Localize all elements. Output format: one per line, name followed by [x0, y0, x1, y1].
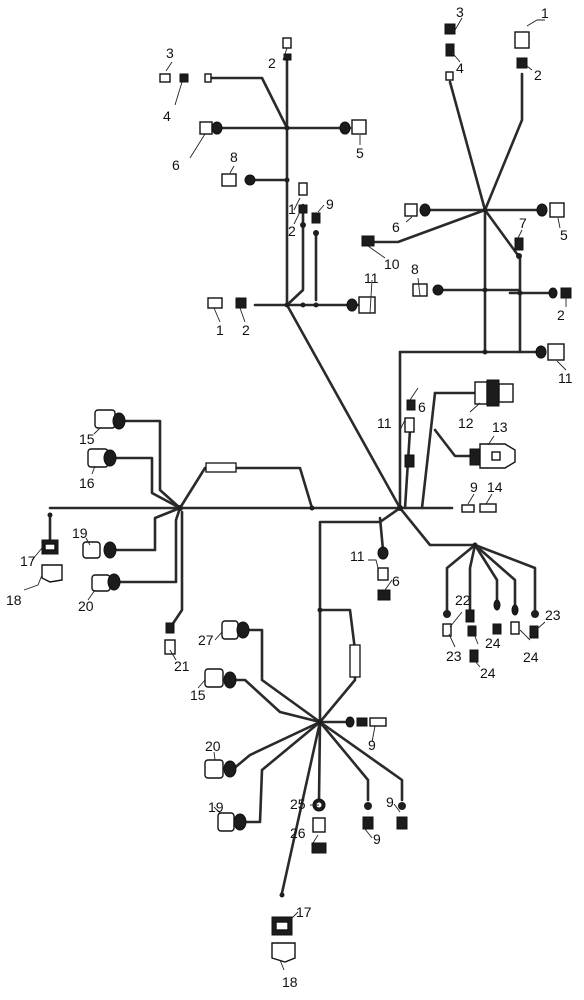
callout-4: 4: [456, 60, 464, 76]
callout-1: 1: [288, 201, 296, 217]
connector-18-left: [41, 564, 63, 583]
callout-9: 9: [470, 479, 478, 495]
connector-8-left: [221, 173, 256, 187]
connector-5-right: [536, 202, 565, 218]
connector-6-left: [199, 121, 223, 135]
callout-1: 1: [216, 322, 224, 338]
callout-2: 2: [534, 67, 542, 83]
callout-6: 6: [392, 573, 400, 589]
callout-19: 19: [72, 525, 88, 541]
callout-17: 17: [296, 904, 312, 920]
connector-8-right: [412, 283, 444, 297]
connector-17-left: [41, 512, 59, 555]
callout-20: 20: [78, 598, 94, 614]
callout-10: 10: [384, 256, 400, 272]
connector-15-left: [94, 409, 126, 430]
connector-11-center: [404, 417, 415, 468]
connector-5-left: [339, 119, 367, 135]
callout-11: 11: [364, 270, 379, 286]
connector-9-lower-a: [345, 716, 387, 728]
callout-9: 9: [326, 196, 334, 212]
callout-23: 23: [545, 607, 561, 623]
connector-9-14-right: [461, 503, 497, 513]
callout-15: 15: [190, 687, 206, 703]
connector-27: [221, 620, 250, 640]
callout-labels: 1 2 3 4 2 3 4 5 6 8 1 2 9 6 7 5 10 8 11 …: [6, 4, 573, 990]
connector-1-2-inner: [298, 182, 308, 228]
callout-1: 1: [541, 5, 549, 21]
callout-2: 2: [242, 322, 250, 338]
callout-11: 11: [350, 548, 365, 564]
callout-24: 24: [480, 665, 496, 681]
connector-19-left: [82, 541, 117, 559]
callout-18: 18: [6, 592, 22, 608]
callout-3: 3: [456, 4, 464, 20]
connector-11-right: [535, 343, 565, 361]
splice-nodes: [177, 125, 523, 725]
connector-1-2-right: [514, 31, 530, 69]
callout-13: 13: [492, 419, 508, 435]
callout-21: 21: [174, 658, 190, 674]
callout-11: 11: [558, 370, 573, 386]
callout-5: 5: [560, 227, 568, 243]
callout-22: 22: [455, 592, 471, 608]
connector-11-6-lower: [377, 546, 391, 601]
callout-9: 9: [386, 794, 394, 810]
connector-9-lower-c: [396, 802, 408, 830]
connector-22-23-24-group: [442, 599, 539, 663]
callout-24: 24: [485, 635, 501, 651]
connector-6-right: [404, 203, 431, 217]
callout-2: 2: [288, 223, 296, 239]
callout-16: 16: [79, 475, 95, 491]
connector-26: [311, 817, 327, 854]
callout-2: 2: [557, 307, 565, 323]
connector-16: [87, 448, 117, 468]
callout-9: 9: [373, 831, 381, 847]
callout-5: 5: [356, 145, 364, 161]
callout-2: 2: [268, 55, 276, 71]
leader-lines: [23, 17, 567, 971]
callout-12: 12: [458, 415, 474, 431]
callout-8: 8: [411, 261, 419, 277]
callout-26: 26: [290, 825, 306, 841]
callout-8: 8: [230, 149, 238, 165]
connector-2-right-lower: [548, 287, 572, 299]
callout-3: 3: [166, 45, 174, 61]
callout-17: 17: [20, 553, 36, 569]
connector-20-lower: [204, 759, 237, 779]
callout-19: 19: [208, 799, 224, 815]
connector-12: [474, 379, 514, 407]
connector-18-lower: [271, 942, 296, 963]
connector-19-lower: [217, 812, 247, 832]
connector-7: [514, 237, 524, 259]
connector-15-lower: [204, 668, 237, 689]
connector-9-inner: [311, 212, 321, 236]
connector-9-lower-b: [362, 802, 374, 830]
callout-6: 6: [418, 399, 426, 415]
callout-24: 24: [523, 649, 539, 665]
connector-17-lower: [271, 892, 293, 936]
callout-7: 7: [519, 215, 527, 231]
callout-6: 6: [172, 157, 180, 173]
callout-23: 23: [446, 648, 462, 664]
callout-27: 27: [198, 632, 214, 648]
connector-13: [469, 443, 516, 469]
connector-10: [361, 235, 375, 247]
connector-20-left: [91, 573, 121, 592]
callout-6: 6: [392, 219, 400, 235]
connector-6-center: [406, 399, 416, 411]
callout-11: 11: [377, 415, 392, 431]
connector-21: [164, 622, 176, 655]
callout-4: 4: [163, 108, 171, 124]
connector-3-4-right: [444, 23, 456, 81]
callout-15: 15: [79, 431, 95, 447]
connector-1-2-bottom: [207, 297, 247, 309]
callout-18: 18: [282, 974, 298, 990]
callout-9: 9: [368, 737, 376, 753]
callout-20: 20: [205, 738, 221, 754]
connector-3-4-left: [159, 73, 212, 83]
callout-14: 14: [487, 479, 503, 495]
callout-25: 25: [290, 796, 306, 812]
